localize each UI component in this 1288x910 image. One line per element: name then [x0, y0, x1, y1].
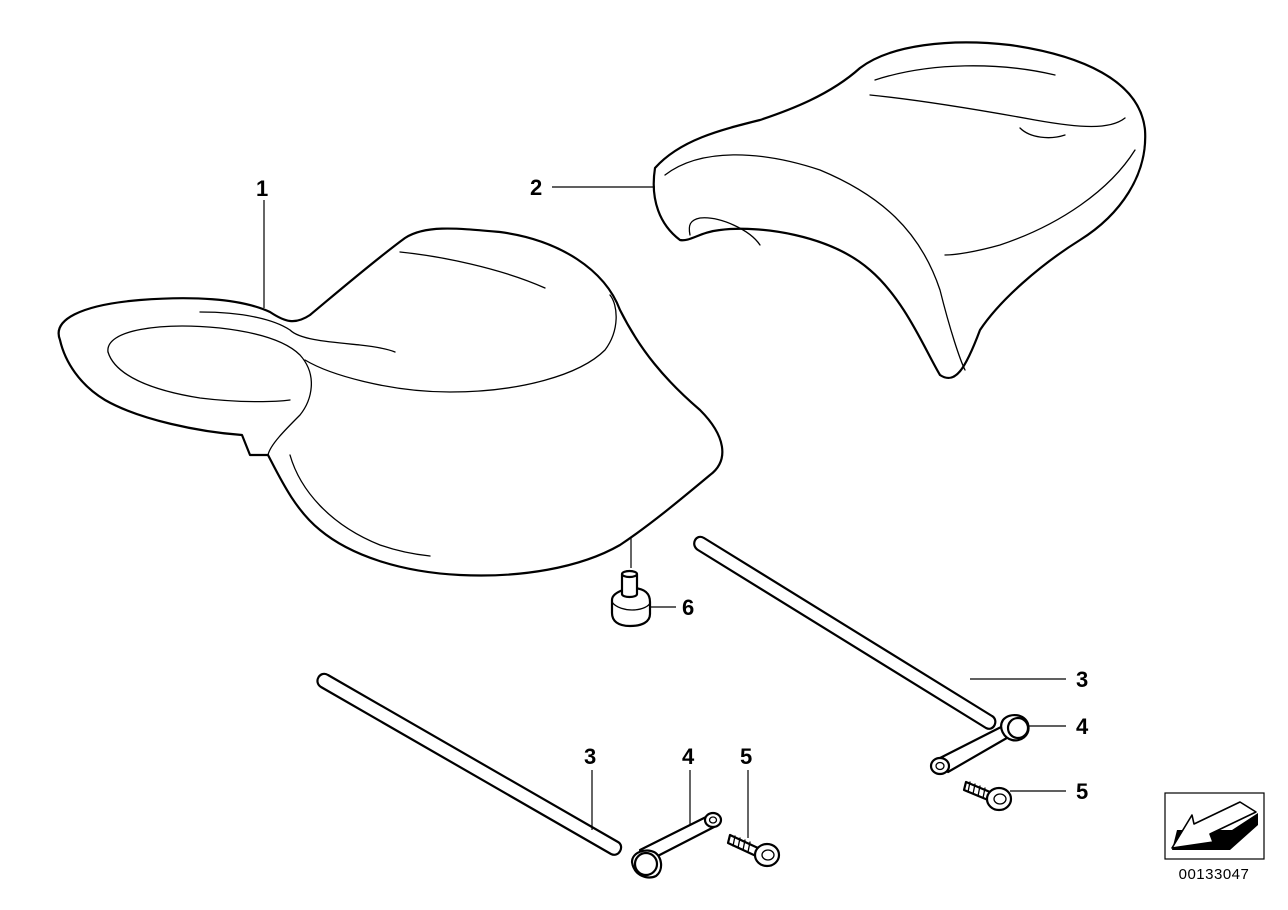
passenger-seat[interactable]: [652, 41, 1147, 380]
callout-5-right: 5: [1076, 779, 1088, 804]
support-rod-left[interactable]: [316, 672, 623, 856]
direction-arrow-icon: [1171, 801, 1258, 850]
callout-5-left: 5: [740, 744, 752, 769]
callout-1: 1: [256, 176, 268, 201]
rubber-clip-right[interactable]: [929, 714, 1030, 776]
document-number: 00133047: [1178, 866, 1250, 883]
support-rod-right[interactable]: [693, 535, 997, 730]
orientation-box: [1164, 792, 1265, 860]
fastening-screw-left[interactable]: [726, 833, 781, 868]
callout-4-right: 4: [1076, 714, 1089, 739]
callout-4-left: 4: [682, 744, 695, 769]
rider-seat[interactable]: [57, 227, 724, 577]
callout-3-right: 3: [1076, 667, 1088, 692]
rubber-clip-left[interactable]: [630, 811, 723, 879]
callout-3-left: 3: [584, 744, 596, 769]
fastening-screw-right[interactable]: [962, 780, 1013, 812]
callout-2: 2: [530, 175, 542, 200]
leader-lines: [263, 186, 1066, 838]
callout-6: 6: [682, 595, 694, 620]
rubber-buffer[interactable]: [610, 569, 652, 628]
